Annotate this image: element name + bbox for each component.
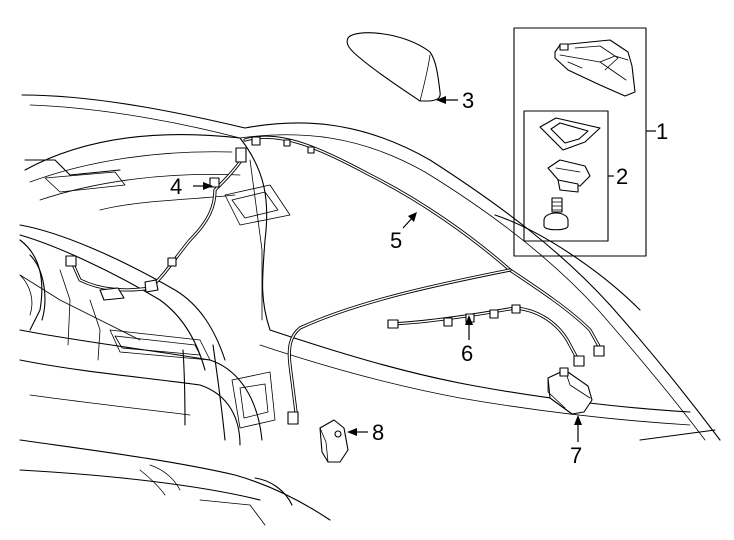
antenna-gasket [539, 117, 601, 151]
callout-2: 2 [616, 164, 628, 189]
vehicle-body [19, 94, 721, 526]
callout-8: 8 [372, 420, 384, 445]
amplifier-bracket [547, 367, 593, 415]
leader-lines [193, 96, 614, 442]
antenna-bolt [543, 197, 569, 231]
callout-4: 4 [170, 174, 182, 199]
roof-harness [243, 135, 605, 425]
shark-fin-cover [346, 32, 441, 102]
lower-harness [387, 304, 585, 367]
callout-7: 7 [570, 443, 582, 468]
antenna-base [554, 39, 636, 97]
callout-6: 6 [461, 341, 473, 366]
callout-5: 5 [390, 228, 402, 253]
harness-bracket [319, 419, 349, 463]
trunk-harness [65, 147, 247, 301]
callout-labels: 1 2 3 4 5 6 7 8 [170, 88, 668, 468]
antenna-clip [547, 159, 591, 193]
callout-1: 1 [656, 119, 668, 144]
callout-3: 3 [462, 88, 474, 113]
